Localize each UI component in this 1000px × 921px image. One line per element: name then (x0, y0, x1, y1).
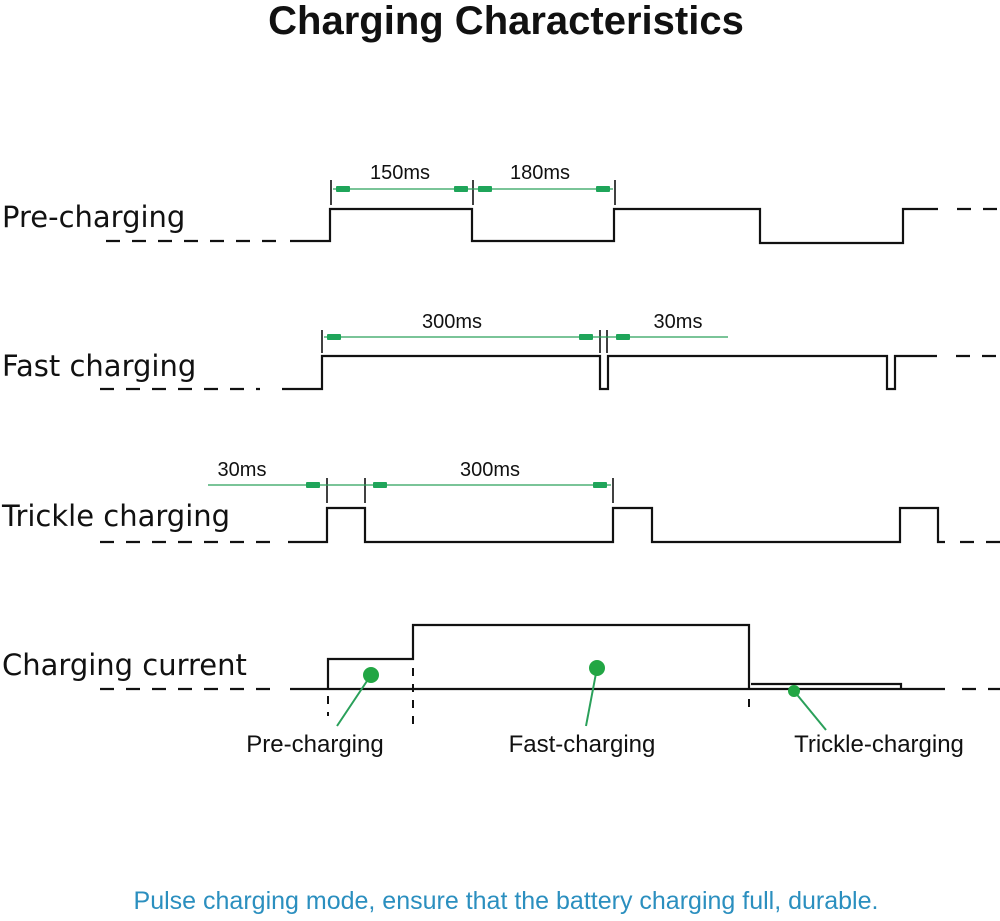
dimension-arrow (454, 186, 468, 192)
interval-label-150ms: 150ms (370, 162, 430, 184)
phase-label-fast-charging: Fast-charging (509, 731, 656, 758)
dimension-arrow (327, 334, 341, 340)
pre-charging-row: Pre-charging 150ms 180ms (2, 162, 1000, 245)
dimension-arrow (373, 482, 387, 488)
dimension-arrow (478, 186, 492, 192)
trickle-charging-waveform (288, 506, 945, 544)
pre-charging-waveform (290, 207, 938, 245)
row-label-pre-charging: Pre-charging (2, 200, 185, 234)
leader-line (793, 690, 827, 731)
marker-dot (363, 667, 379, 683)
dimension-arrow (336, 186, 350, 192)
caption: Pulse charging mode, ensure that the bat… (134, 887, 879, 915)
interval-label-300ms: 300ms (422, 311, 482, 333)
marker-dot (589, 660, 605, 676)
interval-label-300ms: 300ms (460, 459, 520, 481)
marker-dot (788, 685, 800, 697)
fast-charging-row: Fast charging 300ms 30ms (2, 311, 1000, 391)
row-label-charging-current: Charging current (2, 648, 247, 682)
trickle-current-profile (751, 682, 903, 689)
dimension-arrow (306, 482, 320, 488)
charging-current-row: Charging current Pre-charging Fast-charg… (2, 623, 1000, 758)
dimension-arrow (596, 186, 610, 192)
dimension-arrow (616, 334, 630, 340)
interval-label-180ms: 180ms (510, 162, 570, 184)
row-label-fast-charging: Fast charging (2, 349, 196, 383)
leader-line (585, 667, 598, 727)
leader-line (336, 674, 372, 727)
row-label-trickle-charging: Trickle charging (1, 499, 230, 533)
diagram-title: Charging Characteristics (268, 0, 744, 43)
phase-label-trickle-charging: Trickle-charging (794, 731, 964, 758)
trickle-charging-row: Trickle charging 30ms 300ms (1, 459, 1000, 544)
interval-label-30ms: 30ms (654, 311, 703, 333)
phase-label-pre-charging: Pre-charging (246, 731, 383, 758)
dimension-arrow (593, 482, 607, 488)
fast-charging-waveform (282, 354, 937, 391)
charging-current-profile (326, 623, 751, 689)
interval-label-30ms: 30ms (218, 459, 267, 481)
dimension-arrow (579, 334, 593, 340)
